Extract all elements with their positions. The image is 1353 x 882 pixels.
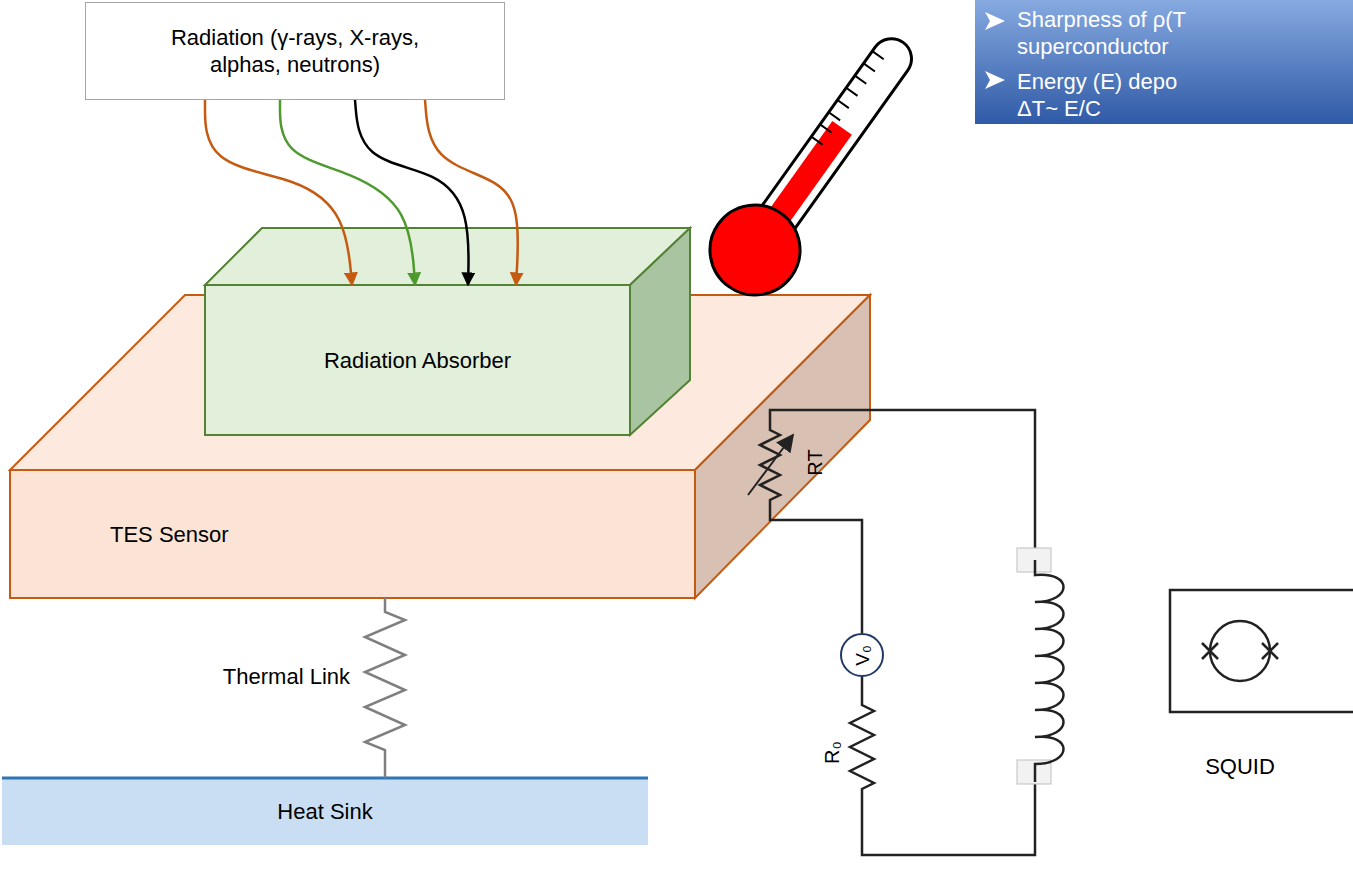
resistor-label: RT <box>802 449 829 475</box>
squid-loop <box>1170 590 1353 712</box>
resistor-label: R₀ <box>819 741 846 764</box>
voltage-source-text: V₀ <box>849 645 876 666</box>
inductor-coil <box>1035 560 1064 782</box>
squid-label: SQUID <box>1205 753 1275 780</box>
resistor-label-box: R₀ <box>772 732 892 772</box>
heat-sink: Heat Sink <box>2 778 648 845</box>
source-box: Radiation (γ-rays, X-rays, alphas, neutr… <box>85 2 505 100</box>
absorber-top-face <box>205 228 690 285</box>
resistor-symbol <box>760 425 862 633</box>
thermometer-ticks <box>811 51 883 145</box>
squid-ring <box>1210 621 1270 681</box>
thermal-link <box>365 598 405 778</box>
absorber-box-text: Radiation Absorber <box>324 347 511 374</box>
heat-sink-text: Heat Sink <box>277 798 372 825</box>
radiation-arrow <box>355 100 469 285</box>
info-panel <box>975 0 1353 124</box>
sensor-slab: TES Sensor <box>10 470 695 598</box>
heat-sink-edge <box>2 777 648 780</box>
tes-side-face <box>695 295 870 598</box>
heat-sink-block <box>2 778 648 845</box>
source-box-text: Radiation (γ-rays, X-rays, alphas, neutr… <box>135 24 455 78</box>
absorber-side-face <box>630 228 690 435</box>
wire <box>770 410 1035 560</box>
resistor-symbol <box>850 677 1035 855</box>
info-panel-text: Sharpness of ρ(T superconductor <box>1017 6 1217 60</box>
voltage-source: V₀ <box>840 633 884 677</box>
radiation-arrow <box>280 100 415 285</box>
tes-front-face <box>10 470 695 598</box>
sensor-slab-text: TES Sensor <box>110 521 229 548</box>
bullet-arrow <box>985 12 1005 30</box>
info-panel: Sharpness of ρ(T superconductorEnergy (E… <box>975 0 1353 124</box>
resistor-label-box: RT <box>755 442 875 482</box>
info-panel-text: Energy (E) depo ΔT~ E/C <box>1017 68 1207 122</box>
radiation-arrow <box>425 100 518 285</box>
squid-label-box: SQUID <box>1180 746 1300 786</box>
radiation-arrow <box>205 100 352 285</box>
link-label: Thermal Link <box>223 663 350 690</box>
bullet-arrow <box>985 71 1005 89</box>
absorber-front-face <box>205 285 630 435</box>
thermometer <box>692 16 939 312</box>
josephson-junction <box>1202 643 1278 659</box>
variable-arrow <box>748 435 793 495</box>
thermometer-bulb <box>692 187 818 313</box>
edge-label-box: Thermal Link <box>205 660 350 692</box>
absorber-box: Radiation Absorber <box>205 285 630 435</box>
